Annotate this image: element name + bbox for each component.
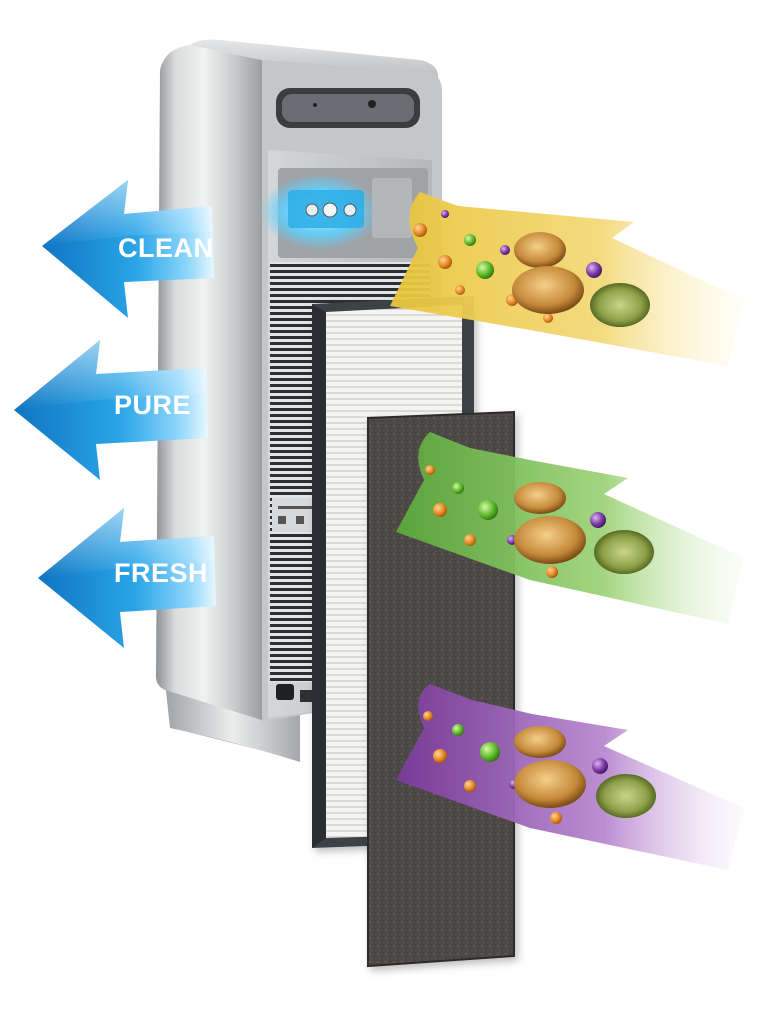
particle-orange — [546, 566, 558, 578]
particle-orange — [433, 749, 447, 763]
particle-orange — [464, 780, 476, 792]
uv-bulb-icon — [322, 202, 338, 218]
hepa-frame-edge — [312, 304, 326, 848]
particle-orange — [433, 503, 447, 517]
arrow-clean: CLEAN — [42, 180, 214, 318]
particle-orange — [455, 285, 465, 295]
control-label-mark — [278, 516, 286, 524]
carbon-panel-edge — [367, 410, 515, 968]
control-label-line — [278, 506, 314, 509]
uv-bulb-icon — [343, 203, 357, 217]
particle-green — [480, 742, 500, 762]
dust-mite-image — [514, 232, 566, 268]
particle-orange — [425, 465, 435, 475]
control-label-mark — [296, 516, 304, 524]
particle-green — [452, 482, 464, 494]
dust-mite-image — [514, 482, 566, 514]
dust-flakes-image — [512, 266, 584, 314]
particle-green — [452, 724, 464, 736]
particle-orange — [413, 223, 427, 237]
particle-orange — [464, 534, 476, 546]
dust-flakes-image — [514, 516, 586, 564]
particle-stream-yellow — [390, 192, 744, 366]
particle-stream-green — [396, 432, 744, 624]
power-port-icon — [276, 684, 294, 700]
arrow-pure: PURE — [14, 340, 208, 480]
arrow-label-clean: CLEAN — [118, 233, 214, 263]
arrow-label-pure: PURE — [114, 390, 191, 420]
particle-green — [478, 500, 498, 520]
pollen-image — [594, 530, 654, 574]
handle-recess — [282, 94, 414, 122]
particle-orange — [423, 711, 433, 721]
particle-purple — [586, 262, 602, 278]
pure-arrow-highlight — [14, 340, 206, 410]
particle-orange — [550, 812, 562, 824]
particle-purple — [590, 512, 606, 528]
particle-orange — [543, 313, 553, 323]
dust-mite-image — [514, 726, 566, 758]
particle-stream-purple — [396, 684, 744, 870]
particle-green — [476, 261, 494, 279]
particle-green — [464, 234, 476, 246]
particle-purple — [592, 758, 608, 774]
handle-dot-icon — [313, 103, 317, 107]
particle-purple — [441, 210, 449, 218]
arrow-fresh: FRESH — [38, 508, 216, 648]
dust-flakes-image — [514, 760, 586, 808]
fresh-arrow-highlight — [38, 508, 214, 578]
ionizer-bracket — [372, 178, 412, 238]
port-icon — [300, 690, 314, 702]
pollen-image — [590, 283, 650, 327]
particle-purple — [500, 245, 510, 255]
clean-arrow-highlight — [42, 180, 212, 246]
arrow-label-fresh: FRESH — [114, 558, 208, 588]
uv-bulb-icon — [305, 203, 319, 217]
particle-orange — [438, 255, 452, 269]
pollen-image — [596, 774, 656, 818]
handle-screw-icon — [368, 100, 376, 108]
